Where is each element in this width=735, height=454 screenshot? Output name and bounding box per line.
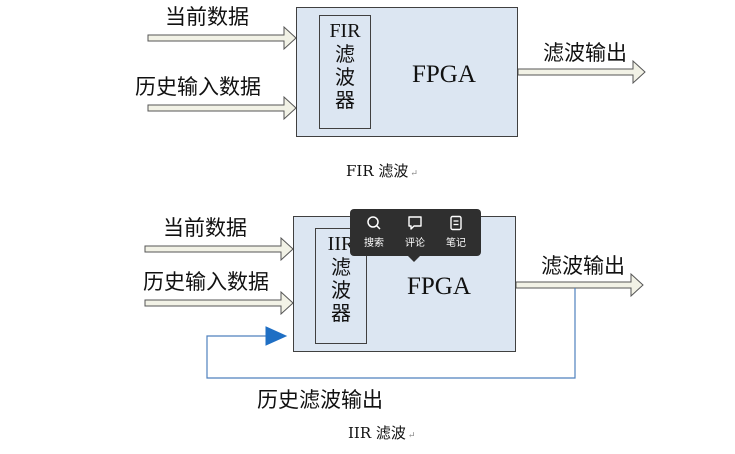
search-icon [367, 216, 381, 230]
note-label: 笔记 [446, 238, 466, 249]
iir-output-arrow [515, 272, 644, 298]
iir-filter-label-2: 滤 [331, 255, 351, 279]
fir-fpga-box: FIR 滤 波 器 FPGA [296, 7, 518, 137]
iir-feedback-arrowhead [265, 326, 288, 346]
iir-feedback-line [206, 288, 576, 379]
iir-filter-label-3: 波 [331, 278, 351, 302]
return-mark-icon: ↵ [410, 169, 418, 179]
iir-output-label: 滤波输出 [541, 254, 625, 278]
iir-input-history-label: 历史输入数据 [143, 270, 269, 294]
iir-input-history-arrow [144, 290, 294, 316]
comment-label: 评论 [405, 238, 425, 249]
comment-button[interactable]: 评论 [397, 215, 433, 251]
fir-input-history-arrow [147, 95, 297, 121]
return-mark-icon: ↵ [407, 431, 416, 441]
fir-fpga-label: FPGA [412, 61, 476, 88]
fir-filter-label-4: 器 [335, 88, 355, 112]
iir-filter-label-4: 器 [331, 301, 351, 325]
iir-caption: IIR 滤波↵ [348, 426, 415, 441]
selection-toolbar: 搜索 评论 笔记 [350, 209, 481, 262]
fir-output-arrow [517, 59, 646, 85]
iir-filter-block: IIR 滤 波 器 [315, 228, 367, 344]
fir-output-label: 滤波输出 [543, 41, 627, 65]
iir-fpga-label: FPGA [407, 273, 471, 300]
fir-filter-label-1: FIR [329, 20, 361, 42]
search-button[interactable]: 搜索 [356, 215, 392, 251]
note-button[interactable]: 笔记 [438, 215, 474, 251]
note-icon [450, 215, 462, 231]
fir-input-current-arrow [147, 25, 297, 51]
fir-caption: FIR 滤波↵ [346, 164, 418, 179]
iir-input-current-arrow [144, 236, 294, 262]
fir-input-history-label: 历史输入数据 [135, 75, 261, 99]
fir-caption-text: FIR 滤波 [346, 162, 409, 180]
comment-icon [408, 216, 422, 230]
iir-feedback-label: 历史滤波输出 [257, 388, 383, 412]
search-label: 搜索 [364, 238, 384, 249]
iir-filter-label-1: IIR [327, 233, 355, 255]
iir-input-current-label: 当前数据 [163, 216, 247, 240]
iir-caption-text: IIR 滤波 [348, 424, 406, 442]
fir-filter-block: FIR 滤 波 器 [319, 15, 371, 129]
fir-input-current-label: 当前数据 [165, 5, 249, 29]
fir-filter-label-2: 滤 [335, 42, 355, 66]
fir-filter-label-3: 波 [335, 65, 355, 89]
